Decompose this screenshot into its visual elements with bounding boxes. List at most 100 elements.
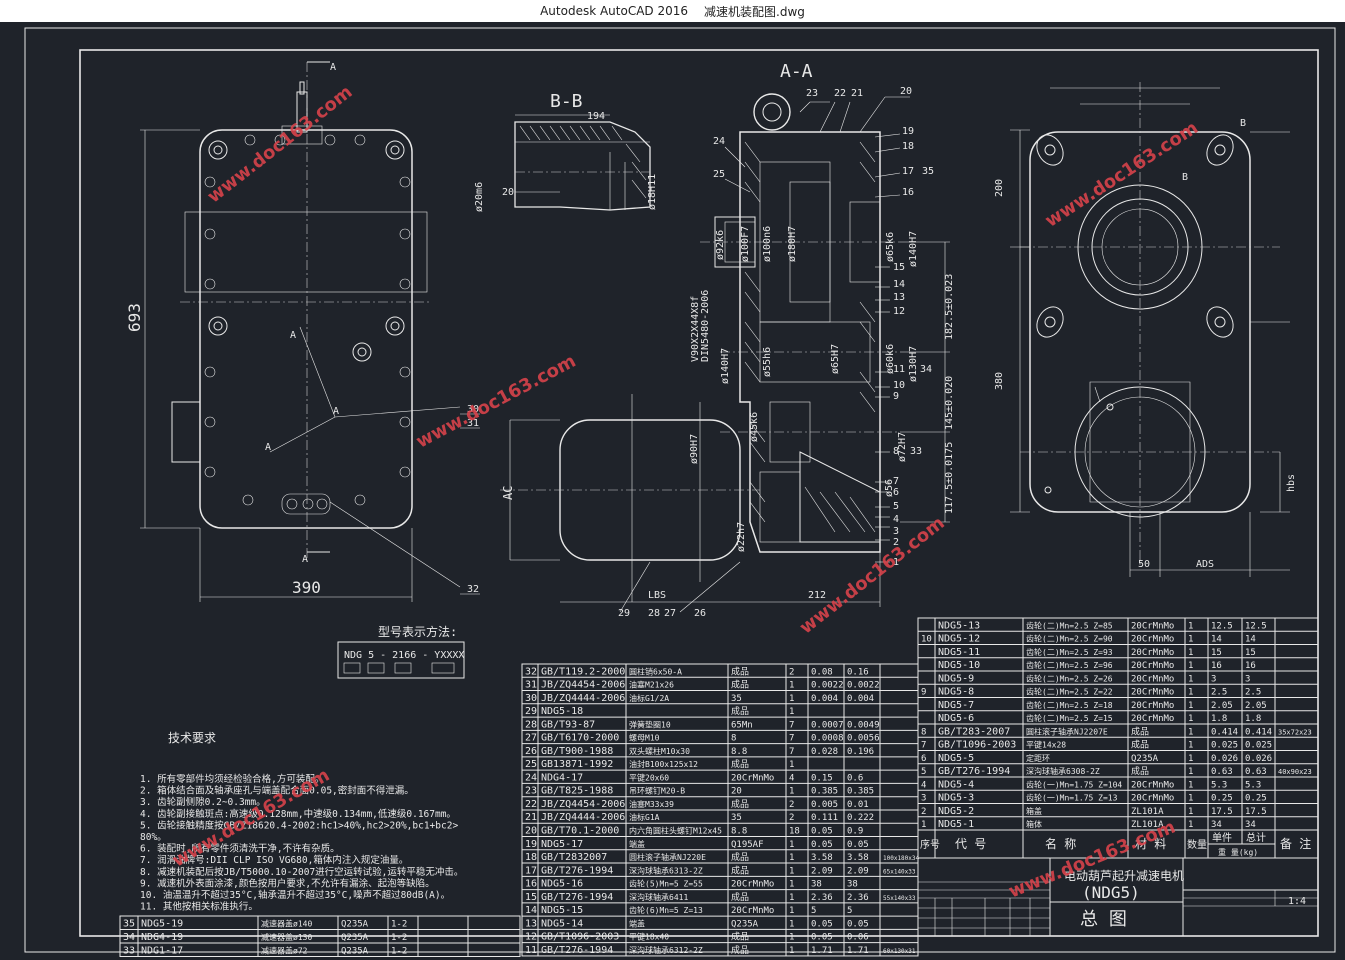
bom-left-cell-code: NDG4-19	[141, 932, 183, 943]
balloon-4: 4	[893, 514, 899, 525]
bom-right-cell-qty: 1	[1188, 794, 1193, 804]
bom-right-cell-name: 箱体	[1026, 819, 1042, 829]
bom-mid-cell-total: 3.58	[847, 853, 869, 863]
bom-left-cell-no: 35	[123, 919, 135, 930]
bom-right-cell-qty: 1	[1188, 754, 1193, 764]
bom-mid-cell-name: 深沟球轴承6312-2Z	[629, 945, 703, 955]
section-bb-view[interactable]	[514, 114, 651, 211]
bom-right-cell-name: 定距环	[1026, 753, 1050, 763]
bom-right-cell-qty: 1	[1188, 648, 1193, 658]
bom-right-cell-qty: 1	[1188, 621, 1193, 631]
drawing-canvas[interactable]: A A A A A 693 390 30 31 32 B-B 194 ø2	[0, 22, 1345, 960]
bom-mid-cell-note: 100x180x34	[883, 855, 920, 862]
bom-mid-cell-total: 0.0022	[847, 681, 880, 691]
bom-mid-cell-code: GB/T276-1994	[541, 945, 613, 956]
balloon-29: 29	[618, 608, 630, 619]
bom-mid-cell-name: 双头螺柱M10x30	[629, 746, 690, 756]
dim-side-380: 380	[994, 372, 1005, 390]
bom-mid-cell-code: JB/ZQ4454-2006	[541, 799, 625, 810]
bom-right-cell-qty: 1	[1188, 741, 1193, 751]
bom-right-cell-mat: 20CrMnMo	[1131, 714, 1174, 724]
dim-aa-ac: AC	[501, 486, 515, 500]
bom-mid-cell-mat: 20CrMnMo	[731, 773, 774, 783]
dim-bb-d18h11: ø18H11	[647, 174, 658, 210]
section-mark-a-bottom: A	[302, 554, 308, 565]
bom-mid-cell-mat: 35	[731, 813, 742, 823]
bom-mid-cell-mat: 8	[731, 734, 736, 744]
tech-req-line: 6. 装配时,所有零件须清洗干净,不许有杂质。	[140, 843, 340, 855]
bom-mid-cell-total: 0.0049	[847, 720, 880, 730]
balloon-6: 6	[893, 487, 899, 498]
section-mark-a-mid2: A	[333, 406, 339, 417]
dim-aa-d56: ø56	[884, 479, 895, 497]
title-model: (NDG5)	[1082, 883, 1140, 902]
bom-h-no: 序号	[920, 838, 940, 851]
bom-mid-cell-qty: 1	[789, 681, 794, 691]
bom-mid-cell-unit: 0.15	[811, 773, 833, 783]
bom-mid-cell-qty: 1	[789, 893, 794, 903]
bom-mid-cell-qty: 1	[789, 853, 794, 863]
dim-aa-d100f7: ø100F7	[740, 226, 751, 262]
dim-aa-117: 117.5±0.0175	[944, 442, 955, 514]
dim-aa-d140h7-b: ø140H7	[720, 348, 731, 384]
bom-right-cell-code: NDG5-7	[938, 700, 974, 711]
bom-mid-cell-qty: 1	[789, 840, 794, 850]
bom-h-code: 代 号	[955, 837, 986, 851]
bom-mid-cell-code: GB/T825-1988	[541, 786, 613, 797]
balloon-2: 2	[893, 537, 899, 548]
bom-right-cell-total: 16	[1245, 661, 1256, 671]
bom-mid-cell-mat: 成品	[731, 798, 749, 810]
bom-mid-cell-total: 0.004	[847, 694, 874, 704]
bom-right-cell-qty: 1	[1188, 688, 1193, 698]
bom-right-cell-name: 深沟球轴承6308-2Z	[1026, 766, 1100, 776]
bom-right-cell-name: 平键14x28	[1026, 740, 1066, 750]
dim-bb-d20m6: ø20m6	[474, 182, 485, 212]
bom-right-cell-mat: 20CrMnMo	[1131, 701, 1174, 711]
bom-mid-cell-no: 25	[525, 759, 537, 770]
bom-mid-cell-total: 0.05	[847, 919, 869, 929]
bom-h-total: 总计	[1246, 831, 1266, 844]
bom-mid-cell-mat: 35	[731, 694, 742, 704]
bom-right-cell-no: 8	[921, 727, 926, 737]
bom-right-cell-name: 齿轮(二)Mn=2.5 Z=26	[1026, 673, 1113, 683]
section-mark-a-mid1: A	[290, 330, 296, 341]
section-aa-view[interactable]	[500, 93, 950, 613]
dim-aa-d140h7: ø140H7	[908, 231, 919, 267]
bom-mid-cell-code: GB13871-1992	[541, 759, 613, 770]
bom-right-cell-qty: 1	[1188, 780, 1193, 790]
bom-right-cell-total: 0.63	[1245, 767, 1267, 777]
bom-mid-cell-total: 38	[847, 880, 858, 890]
bom-right-cell-unit: 0.414	[1211, 727, 1238, 737]
bom-left-cell-code: NDG5-19	[141, 919, 183, 930]
bom-right-cell-name: 齿轮(二)Mn=2.5 Z=85	[1026, 620, 1113, 630]
bom-mid-cell-qty: 1	[789, 919, 794, 929]
bom-mid-cell-mat: 20CrMnMo	[731, 906, 774, 916]
bom-mid-cell-no: 14	[525, 905, 537, 916]
bom-mid-cell-mat: 8.8	[731, 827, 747, 837]
dim-aa-d22h7: ø22h7	[736, 522, 747, 552]
side-view[interactable]	[1010, 82, 1290, 577]
bom-mid-cell-total: 1.71	[847, 946, 869, 956]
balloon-35: 35	[922, 166, 934, 177]
bom-right-cell-unit: 16	[1211, 661, 1222, 671]
bom-mid-cell-unit: 3.58	[811, 853, 833, 863]
tech-req-line: 7. 润滑油牌号:DII CLP ISO VG680,箱体内注入规定油量。	[140, 854, 408, 866]
bom-mid-cell-total: 5	[847, 906, 852, 916]
bom-right-cell-mat: 20CrMnMo	[1131, 794, 1174, 804]
balloon-28: 28	[648, 608, 660, 619]
bom-mid-cell-mat: 8.8	[731, 747, 747, 757]
bom-right-cell-qty: 1	[1188, 820, 1193, 830]
bom-right-cell-mat: 成品	[1131, 739, 1149, 751]
balloon-14: 14	[893, 279, 905, 290]
bom-mid-cell-mat: 20CrMnMo	[731, 880, 774, 890]
bom-right-cell-qty: 1	[1188, 674, 1193, 684]
front-view[interactable]	[171, 61, 461, 588]
